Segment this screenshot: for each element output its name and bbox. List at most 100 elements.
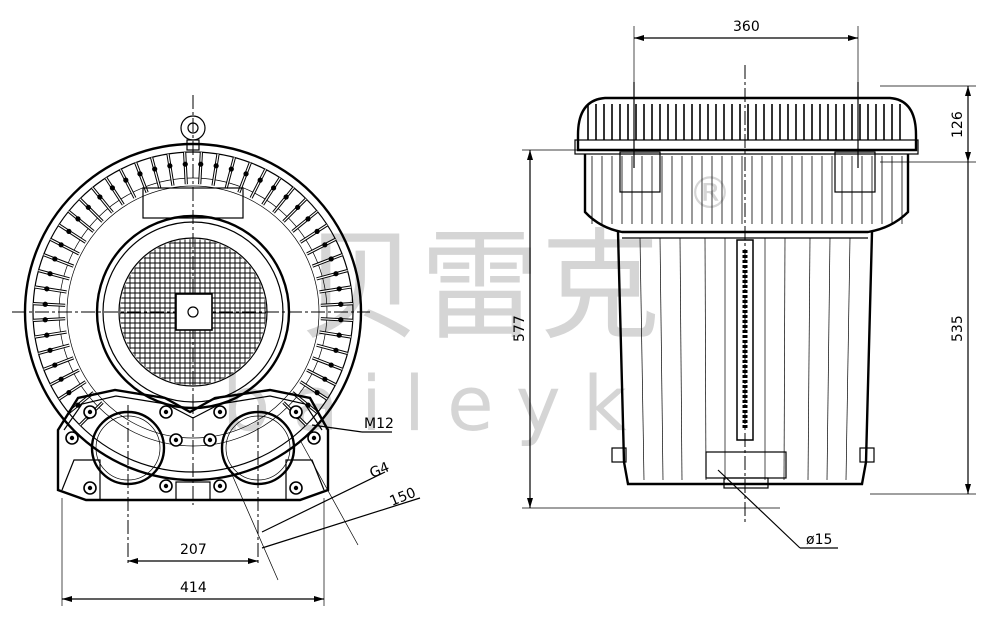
fin-rivet (52, 362, 58, 368)
fin-rivet (228, 166, 234, 172)
fin-rivet (47, 271, 53, 277)
cooling-fin-highlight (50, 238, 80, 255)
cooling-fin-highlight (58, 381, 86, 400)
fan-guard-ring (118, 237, 268, 387)
fin-rivet (314, 390, 320, 396)
bolt-boss-hole (87, 409, 93, 415)
cooling-fin-highlight (79, 198, 103, 222)
cooling-fin-highlight (320, 303, 353, 306)
cooling-fin-highlight (319, 331, 352, 338)
dim-535-label: 535 (950, 315, 966, 342)
fin-rivet (305, 216, 311, 222)
housing-outer-ring (23, 142, 363, 482)
motor-rib-10 (845, 237, 851, 481)
bolt-boss-hole (207, 437, 213, 443)
lifting-eye-hole (187, 122, 199, 134)
motor-rib-4 (704, 237, 707, 481)
cooling-fin-highlight (119, 169, 136, 199)
cooling-fin-highlight (91, 187, 113, 213)
housing-ring-2 (32, 151, 354, 473)
right-bracket (834, 151, 876, 193)
cooling-fin-highlight (33, 318, 66, 321)
motor-rib-2 (659, 237, 664, 481)
drain-neck (723, 477, 769, 489)
left-foot-pad (611, 447, 627, 463)
d15-label: ø15 (806, 532, 832, 548)
fin-rivet (243, 171, 249, 177)
fin-rivet (182, 161, 188, 167)
cooling-fin-highlight (184, 152, 187, 185)
cooling-fin-highlight (33, 303, 66, 306)
cooling-fin-highlight (250, 169, 267, 199)
motor-rib-3 (679, 237, 683, 481)
cooling-fin-highlight (68, 210, 94, 232)
side-view: 360 577 126 535 ø15 (512, 19, 976, 549)
fin-rivet (47, 347, 53, 353)
cooling-fin-highlight (58, 224, 86, 243)
cooling-fin-highlight (306, 369, 336, 386)
hub-center (187, 306, 199, 318)
fin-rivet (44, 286, 50, 292)
cooling-fin-highlight (262, 177, 281, 205)
cooling-fin-highlight (34, 286, 67, 293)
cooling-fin-highlight (316, 270, 348, 280)
cooling-fin-highlight (292, 210, 318, 232)
fin-rivet (58, 242, 64, 248)
fin-rivet (58, 376, 64, 382)
dim-577-label: 577 (512, 315, 528, 342)
fin-rivet (314, 228, 320, 234)
cooling-fin-highlight (225, 157, 235, 189)
cooling-fin-highlight (151, 157, 161, 189)
cooling-fin-highlight (167, 153, 174, 186)
cooling-fin-highlight (319, 286, 352, 293)
bolt-boss-hole (163, 483, 169, 489)
fin-rivet (42, 317, 48, 323)
bolt-boss-hole (217, 483, 223, 489)
d15-leader (717, 469, 801, 549)
m12-label: M12 (364, 416, 394, 432)
cooling-fin-highlight (38, 344, 70, 354)
fin-rivet (328, 256, 334, 262)
bolt-boss-hole (293, 409, 299, 415)
fin-rivet (322, 242, 328, 248)
fin-rivet (66, 228, 72, 234)
dim-126-label: 126 (950, 111, 966, 138)
fin-rivet (283, 194, 289, 200)
fin-rivet (213, 163, 219, 169)
center-drain-boss (175, 481, 211, 501)
port-bolt-bosses (65, 405, 321, 495)
terminal-box-top (142, 187, 244, 219)
fin-inner-ring (58, 177, 328, 447)
cooling-fin-highlight (300, 224, 328, 243)
motor-cover-rim (102, 221, 284, 403)
top-cover-fins (587, 104, 901, 140)
bolt-boss-hole (69, 435, 75, 441)
watermark-latin: baileyk (222, 359, 649, 448)
fin-rivet (271, 185, 277, 191)
dim-g4-label: G4 (368, 459, 392, 481)
dim-535-arrow (965, 484, 971, 494)
fin-rivet (336, 332, 342, 338)
fin-rivet (66, 390, 72, 396)
top-cover-shell (576, 96, 918, 152)
m12-leader (311, 424, 363, 433)
fin-rivet (42, 301, 48, 307)
hub-square (175, 293, 213, 331)
port-block-outline (56, 388, 330, 502)
fin-rivet (167, 163, 173, 169)
right-foot-pad (859, 447, 875, 463)
port-block-inner-edge (63, 395, 323, 431)
watermark-registered: ® (688, 168, 732, 219)
cooling-fin-highlight (212, 153, 219, 186)
dim-150-label: 150 (388, 485, 419, 510)
fin-rivet (52, 256, 58, 262)
motor-rib-7 (783, 237, 786, 481)
motor-body (616, 231, 874, 486)
fin-rivet (152, 166, 158, 172)
dim-150-ext-1 (229, 469, 279, 581)
dim-150-line (261, 497, 421, 549)
fin-rivet (109, 185, 115, 191)
motor-cover-outer (95, 214, 291, 410)
g4-leader-line (261, 471, 386, 533)
